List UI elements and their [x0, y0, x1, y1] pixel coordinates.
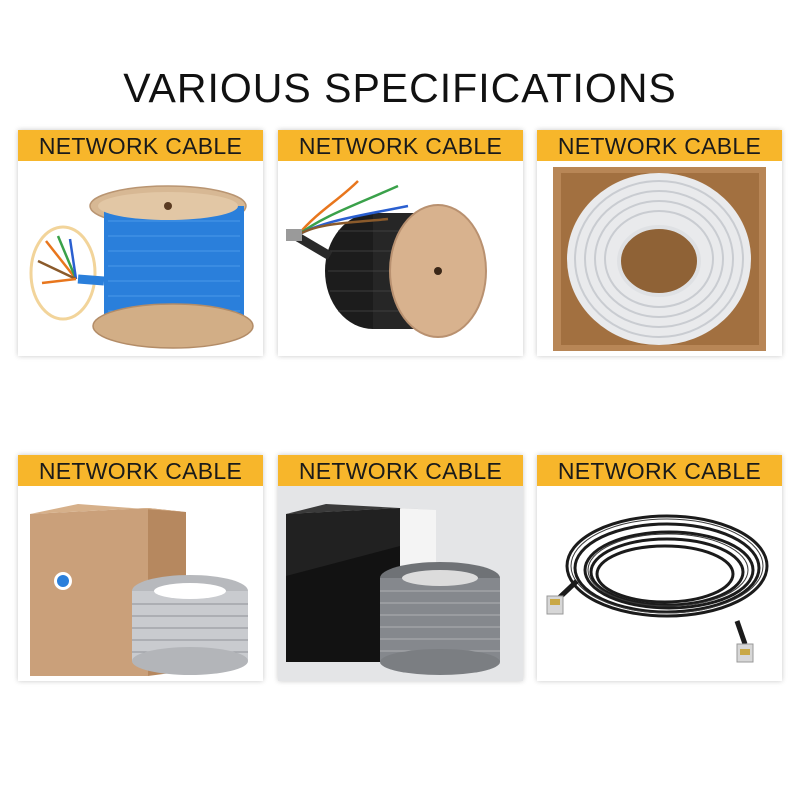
product-card-black-white-box[interactable]: NETWORK CABLE	[278, 455, 523, 681]
black-white-box-with-grey-coil-image	[278, 486, 523, 681]
black-cable-on-wooden-reel-image	[278, 161, 523, 356]
page-title: VARIOUS SPECIFICATIONS	[123, 65, 677, 112]
card-label: NETWORK CABLE	[18, 455, 263, 486]
product-card-cardboard-box[interactable]: NETWORK CABLE	[18, 455, 263, 681]
blue-cable-spool-image	[18, 161, 263, 356]
card-label: NETWORK CABLE	[278, 455, 523, 486]
cardboard-box-with-grey-coil-image	[18, 486, 263, 681]
white-cable-coil-in-box-image	[537, 161, 782, 356]
product-card-blue-spool[interactable]: NETWORK CABLE	[18, 130, 263, 356]
card-label: NETWORK CABLE	[18, 130, 263, 161]
card-label: NETWORK CABLE	[537, 455, 782, 486]
product-card-black-reel[interactable]: NETWORK CABLE	[278, 130, 523, 356]
card-label: NETWORK CABLE	[278, 130, 523, 161]
product-card-patch-cable[interactable]: NETWORK CABLE	[537, 455, 782, 681]
card-label: NETWORK CABLE	[537, 130, 782, 161]
black-patch-cable-coil-image	[537, 486, 782, 681]
product-card-white-coil-box[interactable]: NETWORK CABLE	[537, 130, 782, 356]
